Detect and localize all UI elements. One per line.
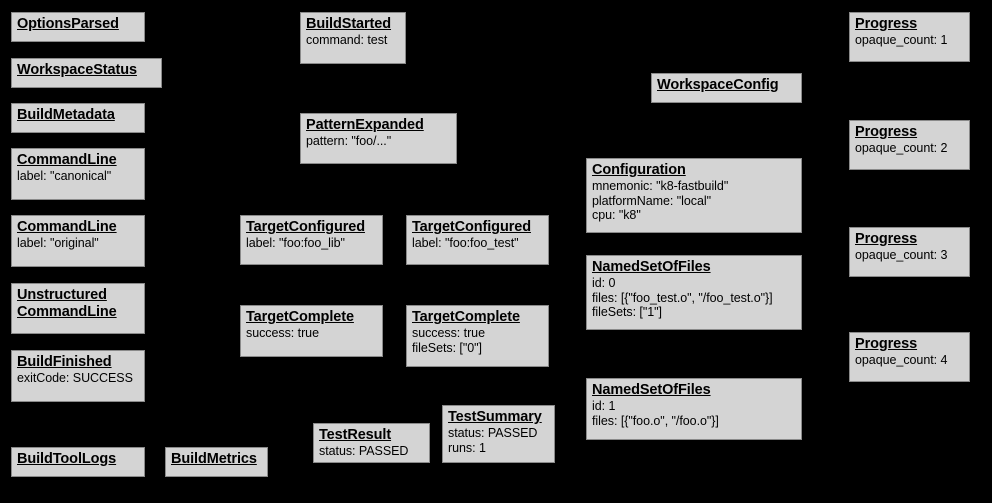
event-node-field: opaque_count: 1 (855, 33, 948, 47)
event-node-field: label: "foo:foo_lib" (246, 236, 345, 250)
event-node-fields: success: true (246, 326, 377, 341)
event-node-title: TestSummary (448, 409, 542, 425)
event-node-field: label: "original" (17, 236, 99, 250)
event-node-build-tool-logs[interactable]: BuildToolLogs (11, 447, 145, 477)
event-node-title: TargetConfigured (246, 219, 365, 235)
event-node-title: TestResult (319, 427, 392, 443)
event-node-title: BuildStarted (306, 16, 392, 32)
event-node-title: TargetComplete (412, 309, 520, 325)
event-node-title: BuildToolLogs (17, 451, 117, 467)
event-node-fields: opaque_count: 4 (855, 353, 964, 368)
event-node-build-metrics[interactable]: BuildMetrics (165, 447, 268, 477)
event-node-title: CommandLine (17, 219, 117, 235)
event-node-title: BuildFinished (17, 354, 112, 370)
event-node-title: WorkspaceConfig (657, 77, 779, 93)
event-node-field: files: [{"foo_test.o", "/foo_test.o"}] (592, 290, 773, 305)
event-node-title: TargetComplete (246, 309, 354, 325)
event-node-title: Progress (855, 16, 918, 32)
event-node-field: runs: 1 (448, 440, 486, 455)
event-node-field: label: "foo:foo_test" (412, 236, 519, 250)
event-node-field: platformName: "local" (592, 193, 711, 208)
event-node-field: status: PASSED (448, 426, 538, 440)
event-node-field: opaque_count: 3 (855, 248, 948, 262)
event-node-field: id: 1 (592, 399, 616, 413)
event-node-field: id: 0 (592, 276, 616, 290)
event-node-options-parsed[interactable]: OptionsParsed (11, 12, 145, 42)
event-node-field: command: test (306, 33, 388, 47)
event-node-title: Progress (855, 336, 918, 352)
event-node-title: Unstructured CommandLine (17, 287, 117, 320)
event-node-title: WorkspaceStatus (17, 62, 137, 78)
event-node-title: Configuration (592, 162, 686, 178)
event-node-fields: opaque_count: 2 (855, 141, 964, 156)
event-node-unstructured-command-line[interactable]: Unstructured CommandLine (11, 283, 145, 334)
event-node-field: fileSets: ["0"] (412, 340, 482, 355)
event-node-fields: opaque_count: 1 (855, 33, 964, 48)
event-node-field: opaque_count: 2 (855, 141, 948, 155)
event-node-fields: mnemonic: "k8-fastbuild"platformName: "l… (592, 179, 796, 223)
event-node-fields: status: PASSED (319, 444, 424, 459)
event-node-fields: label: "foo:foo_test" (412, 236, 543, 251)
event-node-title: TargetConfigured (412, 219, 531, 235)
event-node-field: pattern: "foo/..." (306, 134, 392, 148)
event-node-field: label: "canonical" (17, 169, 112, 183)
event-node-fields: label: "canonical" (17, 169, 139, 184)
event-node-field: fileSets: ["1"] (592, 305, 662, 319)
event-node-workspace-config[interactable]: WorkspaceConfig (651, 73, 802, 103)
event-node-field: exitCode: SUCCESS (17, 371, 133, 385)
event-node-title: Progress (855, 124, 918, 140)
event-node-title: CommandLine (17, 152, 117, 168)
event-node-title: OptionsParsed (17, 16, 119, 32)
event-node-fields: label: "foo:foo_lib" (246, 236, 377, 251)
event-node-workspace-status[interactable]: WorkspaceStatus (11, 58, 162, 88)
event-node-field: success: true (412, 326, 485, 340)
event-node-field: cpu: "k8" (592, 208, 641, 222)
event-node-fields: command: test (306, 33, 400, 48)
event-node-fields: pattern: "foo/..." (306, 134, 451, 149)
event-node-field: mnemonic: "k8-fastbuild" (592, 179, 729, 193)
event-node-field: opaque_count: 4 (855, 353, 948, 367)
event-node-fields: label: "original" (17, 236, 139, 251)
event-node-title: BuildMetadata (17, 107, 115, 123)
event-node-fields: exitCode: SUCCESS (17, 371, 139, 386)
event-node-build-metadata[interactable]: BuildMetadata (11, 103, 145, 133)
event-node-title: NamedSetOfFiles (592, 259, 711, 275)
event-node-field: status: PASSED (319, 444, 409, 458)
event-node-field: files: [{"foo.o", "/foo.o"}] (592, 413, 719, 428)
event-node-title: Progress (855, 231, 918, 247)
event-node-title: BuildMetrics (171, 451, 257, 467)
event-node-title: NamedSetOfFiles (592, 382, 711, 398)
event-node-field: success: true (246, 326, 319, 340)
event-node-title: PatternExpanded (306, 117, 424, 133)
event-node-fields: opaque_count: 3 (855, 248, 964, 263)
